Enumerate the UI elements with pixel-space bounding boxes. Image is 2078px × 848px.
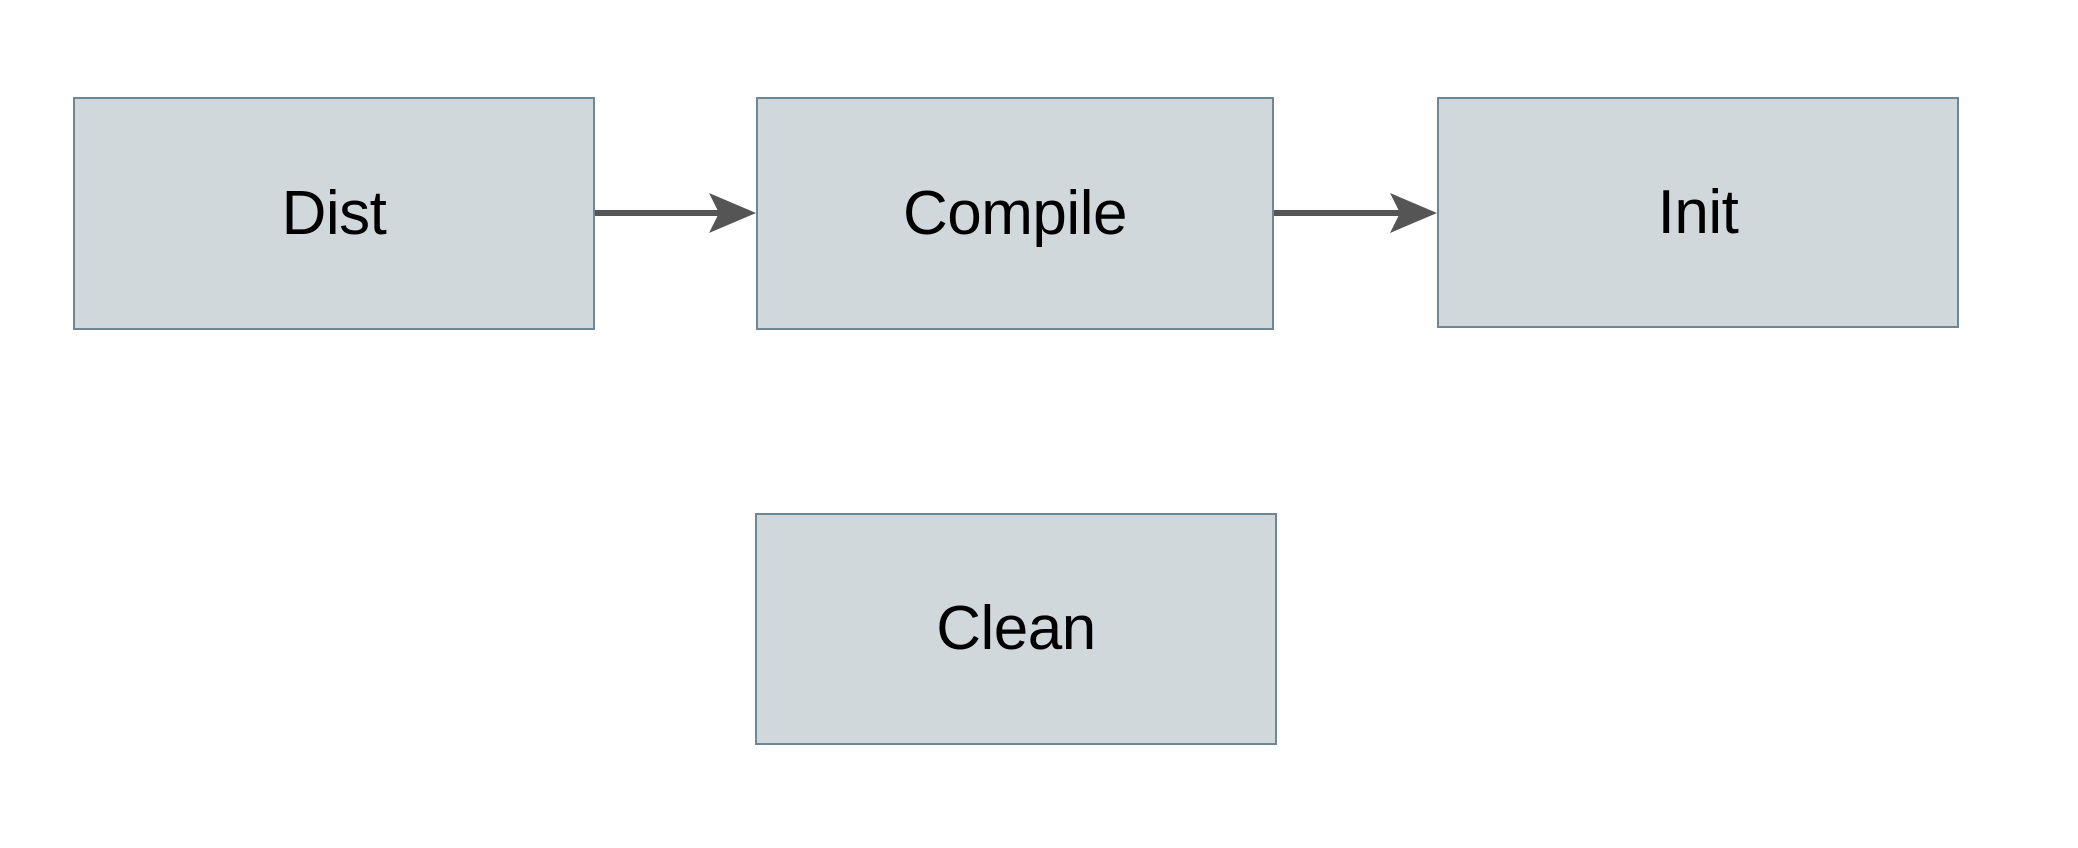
- node-init[interactable]: Init: [1437, 97, 1959, 328]
- edge-dist-to-compile[interactable]: [595, 190, 758, 236]
- node-clean[interactable]: Clean: [755, 513, 1277, 745]
- edge-compile-to-init[interactable]: [1274, 190, 1439, 236]
- node-dist-label: Dist: [281, 178, 387, 248]
- node-init-label: Init: [1657, 177, 1739, 247]
- node-dist[interactable]: Dist: [73, 97, 595, 330]
- node-compile-label: Compile: [903, 178, 1127, 248]
- edge-dist-to-compile-arrowhead: [709, 193, 756, 233]
- edge-compile-to-init-arrowhead: [1390, 193, 1437, 233]
- node-clean-label: Clean: [936, 594, 1096, 663]
- node-compile[interactable]: Compile: [756, 97, 1274, 330]
